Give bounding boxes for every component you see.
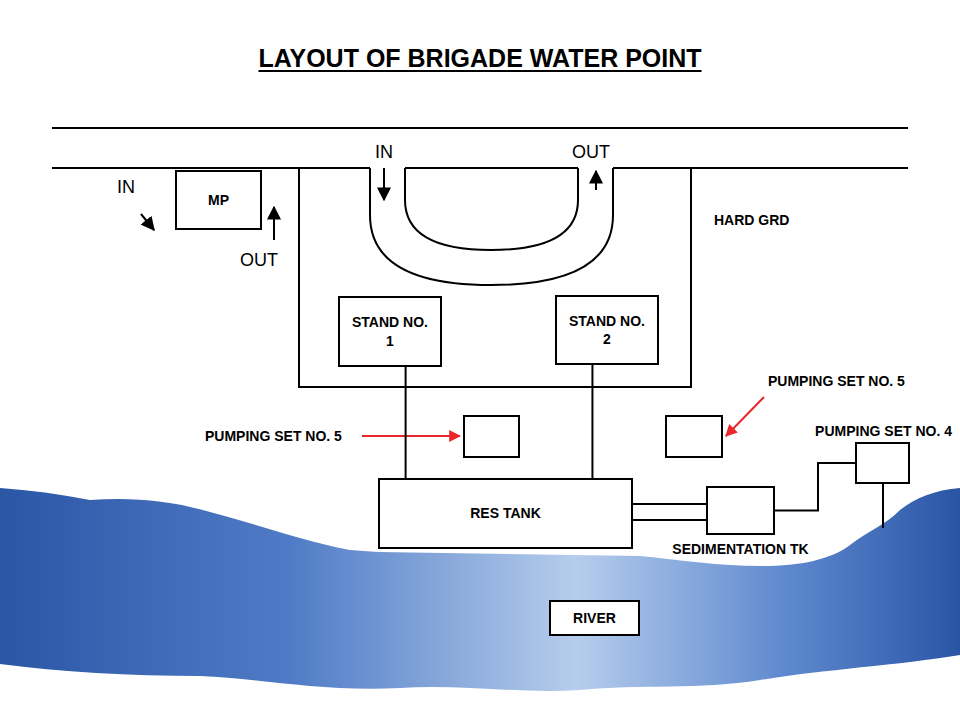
node-text: RES TANK: [470, 504, 541, 522]
callout-arrow: [726, 397, 764, 436]
pipe-connector: [405, 367, 407, 478]
sedimentation-tank: SEDIMENTATION TK: [706, 486, 775, 535]
direction-arrow: [273, 207, 275, 240]
loop-track-outer: [370, 168, 613, 285]
node-text: STAND NO. 1: [349, 313, 431, 349]
direction-label: IN: [117, 178, 135, 198]
stand-box: STAND NO. 2: [555, 295, 659, 365]
river-water: [0, 488, 960, 691]
node-text: HARD GRD: [714, 211, 789, 229]
loop-track-inner: [405, 168, 578, 250]
node-text: PUMPING SET NO. 4: [815, 422, 952, 440]
direction-label: OUT: [240, 251, 278, 271]
callout-label: PUMPING SET NO. 5: [768, 374, 905, 389]
callout-label: PUMPING SET NO. 5: [205, 429, 342, 444]
river-label-box: RIVER: [549, 600, 640, 636]
pipe-connector: [775, 463, 855, 511]
node-text: MP: [208, 191, 229, 209]
node-text: SEDIMENTATION TK: [672, 540, 808, 558]
road-edge: [52, 127, 908, 129]
direction-arrow: [383, 168, 385, 200]
direction-arrow: [595, 171, 597, 190]
pumping-set-box: [464, 416, 519, 457]
direction-arrow: [141, 214, 154, 230]
pumping-set-box: [666, 416, 722, 457]
pipe-connector: [591, 365, 593, 478]
diagram-title: LAYOUT OF BRIGADE WATER POINT: [0, 44, 960, 73]
node-text: STAND NO. 2: [566, 312, 648, 348]
stand-box: STAND NO. 1: [338, 296, 442, 367]
callout-arrow: [362, 435, 460, 437]
pumping-set-box: PUMPING SET NO. 4: [855, 442, 910, 484]
reservoir-tank: RES TANK: [378, 478, 633, 549]
direction-label: IN: [375, 143, 393, 163]
mp-box: MP: [175, 170, 262, 230]
pipe-connector: [633, 504, 706, 520]
direction-label: OUT: [572, 143, 610, 163]
hard-ground-area: HARD GRDSTAND NO. 1STAND NO. 2: [298, 168, 692, 388]
intake-pipe: [882, 484, 884, 528]
node-text: RIVER: [573, 609, 616, 627]
